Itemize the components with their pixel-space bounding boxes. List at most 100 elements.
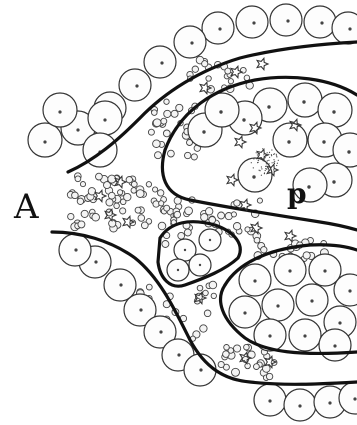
nucleus-dot xyxy=(251,162,252,163)
epithelial-cell xyxy=(202,12,234,44)
nucleus-dot xyxy=(253,167,254,168)
nucleus-dot xyxy=(310,299,313,302)
nucleus-dot xyxy=(267,105,270,108)
granule xyxy=(245,227,250,232)
nucleus-dot xyxy=(307,185,310,188)
granule xyxy=(261,247,267,253)
granule xyxy=(77,198,83,204)
nucleus-dot xyxy=(268,399,271,402)
granule xyxy=(68,213,74,219)
granule xyxy=(124,193,131,200)
granule xyxy=(108,192,115,199)
nucleus-dot xyxy=(266,163,267,164)
nucleus-dot xyxy=(276,154,277,155)
nucleus-dot xyxy=(278,160,279,161)
granule xyxy=(131,181,137,187)
granule xyxy=(254,237,260,243)
granule xyxy=(163,130,170,137)
nucleus-dot xyxy=(286,19,289,22)
granule xyxy=(141,222,148,229)
granule xyxy=(191,154,197,160)
granule xyxy=(218,361,224,367)
nucleus-dot xyxy=(353,397,356,400)
epithelial-cell xyxy=(270,4,302,36)
nucleus-dot xyxy=(338,321,341,324)
granule xyxy=(153,187,158,192)
nucleus-dot xyxy=(269,157,270,158)
granule xyxy=(224,345,230,351)
nucleus-dot xyxy=(218,27,221,30)
nucleus-dot xyxy=(273,169,274,170)
granule xyxy=(120,208,126,214)
granule xyxy=(245,363,251,369)
nucleus-dot xyxy=(265,170,266,171)
granule xyxy=(184,229,191,236)
granule xyxy=(153,140,161,148)
granule xyxy=(146,182,151,187)
epithelial-cell xyxy=(318,93,352,127)
nucleus-dot xyxy=(259,153,260,154)
granule xyxy=(211,293,216,298)
nucleus-dot xyxy=(190,41,193,44)
nucleus-dot xyxy=(202,130,205,133)
nucleus-dot xyxy=(76,128,79,131)
nucleus-dot xyxy=(271,149,272,150)
granule xyxy=(146,284,152,290)
epithelial-cell xyxy=(119,69,151,101)
granule xyxy=(234,345,241,352)
nucleus-dot xyxy=(265,168,266,169)
nucleus-dot xyxy=(267,152,268,153)
granule xyxy=(171,110,178,117)
granule xyxy=(192,66,198,72)
granule xyxy=(81,210,88,217)
granule xyxy=(162,241,169,248)
granule xyxy=(158,222,166,230)
nucleus-dot xyxy=(159,330,162,333)
label-p: p xyxy=(287,177,307,210)
nucleus-dot xyxy=(333,344,336,347)
nucleus-dot xyxy=(274,153,275,154)
nucleus-dot xyxy=(273,162,274,163)
nucleus-dot xyxy=(43,140,46,143)
granule xyxy=(176,104,183,111)
granule xyxy=(200,325,207,332)
epithelial-cell xyxy=(28,123,62,157)
nucleus-dot xyxy=(274,163,275,164)
granule xyxy=(152,110,158,116)
nucleus-dot xyxy=(270,169,271,170)
granule xyxy=(218,212,225,219)
nucleus-dot xyxy=(252,175,255,178)
nucleus-dot xyxy=(332,180,335,183)
granule xyxy=(161,118,167,124)
granule xyxy=(153,119,161,127)
nucleus-dot xyxy=(328,401,331,404)
nucleus-dot xyxy=(272,162,273,163)
nucleus-dot xyxy=(103,118,106,121)
epithelial-cell xyxy=(88,101,122,135)
granule xyxy=(96,173,103,180)
nucleus-dot xyxy=(242,118,245,121)
nucleus-dot xyxy=(303,334,306,337)
granule xyxy=(106,199,113,206)
granule xyxy=(118,190,123,195)
granule xyxy=(231,212,236,217)
granule xyxy=(202,61,208,67)
granule xyxy=(138,215,145,222)
nucleus-dot xyxy=(135,84,138,87)
nucleus-dot xyxy=(298,404,301,407)
nucleus-dot xyxy=(261,175,262,176)
nucleus-dot xyxy=(252,21,255,24)
label-a: A xyxy=(13,187,39,227)
nucleus-dot xyxy=(243,311,246,314)
nucleus-dot xyxy=(269,172,270,173)
granule xyxy=(72,192,79,199)
granule xyxy=(164,110,171,117)
nucleus-dot xyxy=(199,264,201,266)
nucleus-dot xyxy=(332,110,335,113)
nucleus-dot xyxy=(74,248,77,251)
nucleus-dot xyxy=(260,170,261,171)
stellate-cell xyxy=(257,58,268,69)
granule xyxy=(203,290,209,296)
nucleus-dot xyxy=(263,158,264,159)
